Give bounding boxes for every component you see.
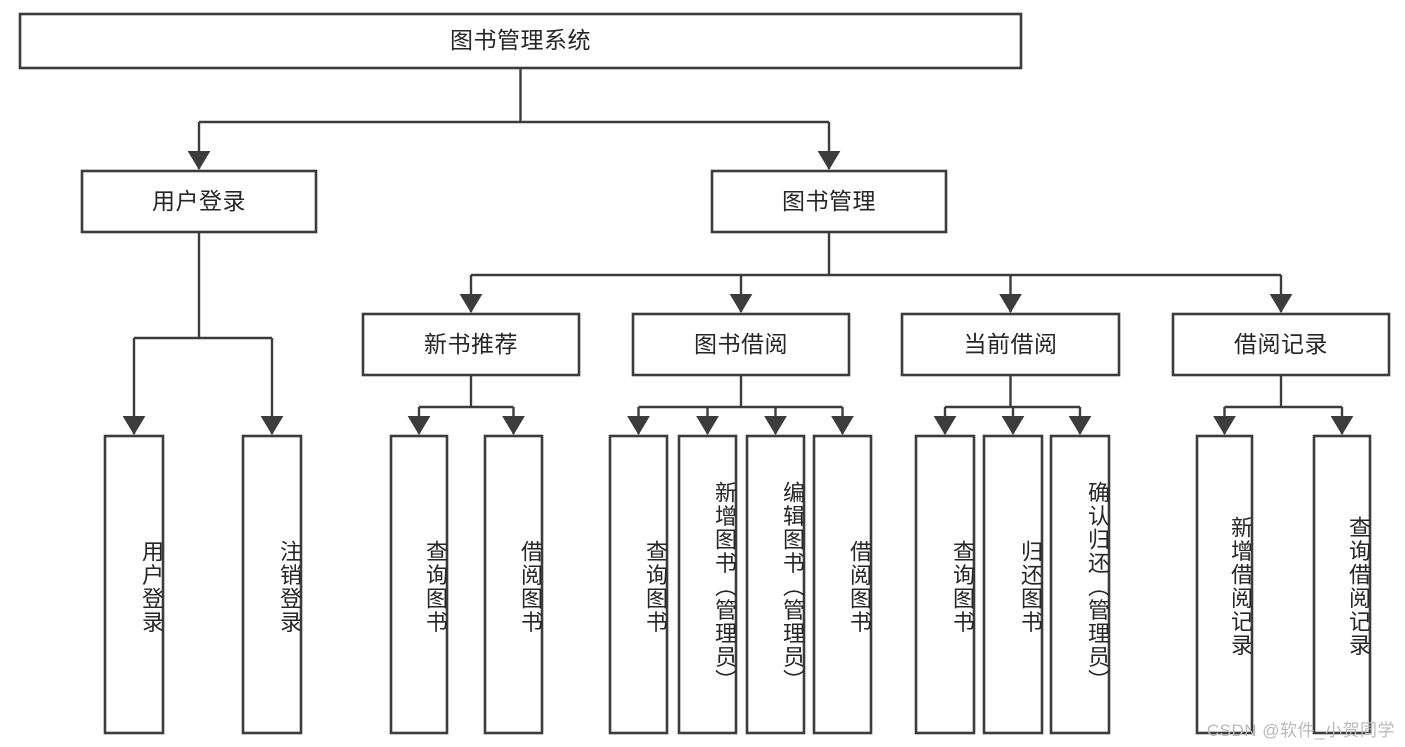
node-box-leaf-query-book-3[interactable]: [914, 434, 976, 735]
node-book-manage[interactable]: [711, 170, 947, 233]
node-leaf-add-record[interactable]: [1196, 435, 1253, 734]
node-user-login[interactable]: [81, 170, 317, 233]
node-box-leaf-confirm-return[interactable]: [1049, 434, 1111, 735]
node-box-leaf-add-book[interactable]: [677, 434, 738, 735]
node-box-book-manage[interactable]: [710, 169, 948, 234]
node-box-leaf-query-book-2[interactable]: [608, 434, 669, 735]
node-leaf-query-book-2[interactable]: [609, 435, 668, 734]
node-leaf-logout[interactable]: [242, 435, 302, 734]
watermark-text: CSDN @软件_小贺同学: [1206, 721, 1395, 740]
node-leaf-edit-book[interactable]: [746, 435, 805, 734]
node-leaf-borrow-book-2[interactable]: [813, 435, 872, 734]
node-root[interactable]: [19, 13, 1022, 69]
node-borrow-record[interactable]: [1172, 313, 1390, 376]
node-box-current-borrow[interactable]: [900, 312, 1121, 377]
node-box-leaf-return-book[interactable]: [982, 434, 1044, 735]
node-leaf-query-book-1[interactable]: [390, 435, 448, 734]
edge-layer: [122, 69, 1354, 435]
node-box-user-login[interactable]: [80, 169, 318, 234]
node-box-leaf-edit-book[interactable]: [745, 434, 806, 735]
node-box-leaf-borrow-book-1[interactable]: [483, 434, 544, 735]
node-box-leaf-query-record[interactable]: [1312, 434, 1372, 735]
node-leaf-confirm-return[interactable]: [1050, 435, 1110, 734]
node-current-borrow[interactable]: [901, 313, 1120, 376]
node-book-borrow[interactable]: [632, 313, 850, 376]
node-leaf-query-record[interactable]: [1313, 435, 1371, 734]
node-box-book-borrow[interactable]: [631, 312, 851, 377]
node-box-leaf-query-book-1[interactable]: [389, 434, 449, 735]
node-box-leaf-add-record[interactable]: [1195, 434, 1254, 735]
node-leaf-query-book-3[interactable]: [915, 435, 975, 734]
node-leaf-add-book[interactable]: [678, 435, 737, 734]
box-layer: [18, 12, 1391, 735]
node-box-leaf-logout[interactable]: [241, 434, 303, 735]
node-box-root[interactable]: [18, 12, 1023, 70]
node-box-leaf-borrow-book-2[interactable]: [812, 434, 873, 735]
node-box-borrow-record[interactable]: [1171, 312, 1391, 377]
node-box-leaf-user-login[interactable]: [103, 434, 165, 735]
node-leaf-user-login[interactable]: [104, 435, 164, 734]
node-box-new-book-rec[interactable]: [361, 312, 581, 377]
node-leaf-return-book[interactable]: [983, 435, 1043, 734]
node-new-book-rec[interactable]: [362, 313, 580, 376]
node-leaf-borrow-book-1[interactable]: [484, 435, 543, 734]
